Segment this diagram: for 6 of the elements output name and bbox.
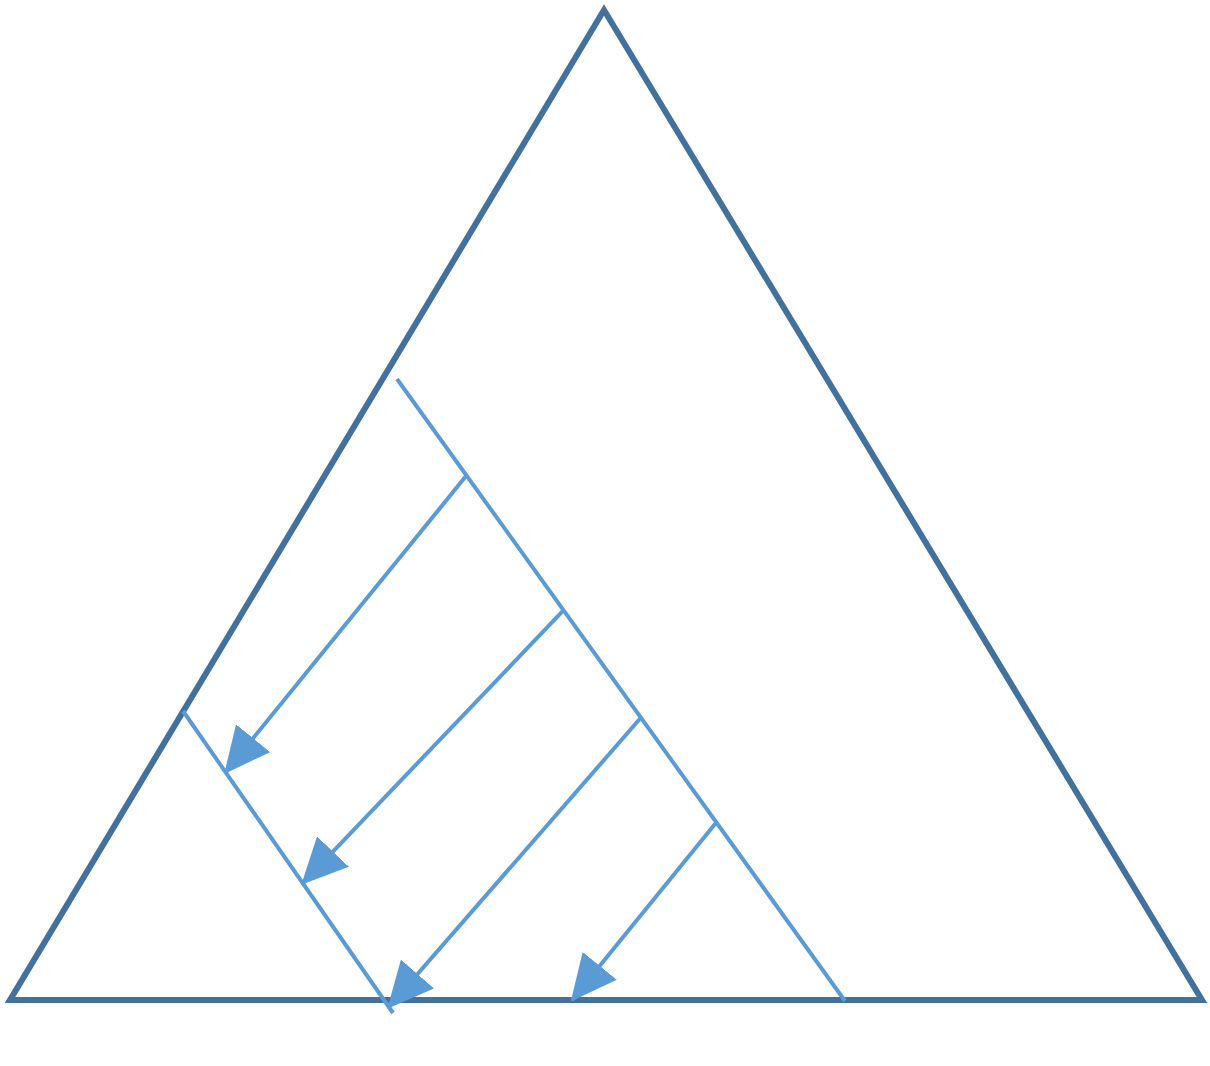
arrow: [570, 821, 718, 1002]
arrow: [223, 474, 468, 774]
line-segment: [179, 707, 395, 1015]
arrow: [387, 716, 643, 1009]
arrow: [301, 609, 565, 885]
line-segment: [393, 375, 847, 1003]
